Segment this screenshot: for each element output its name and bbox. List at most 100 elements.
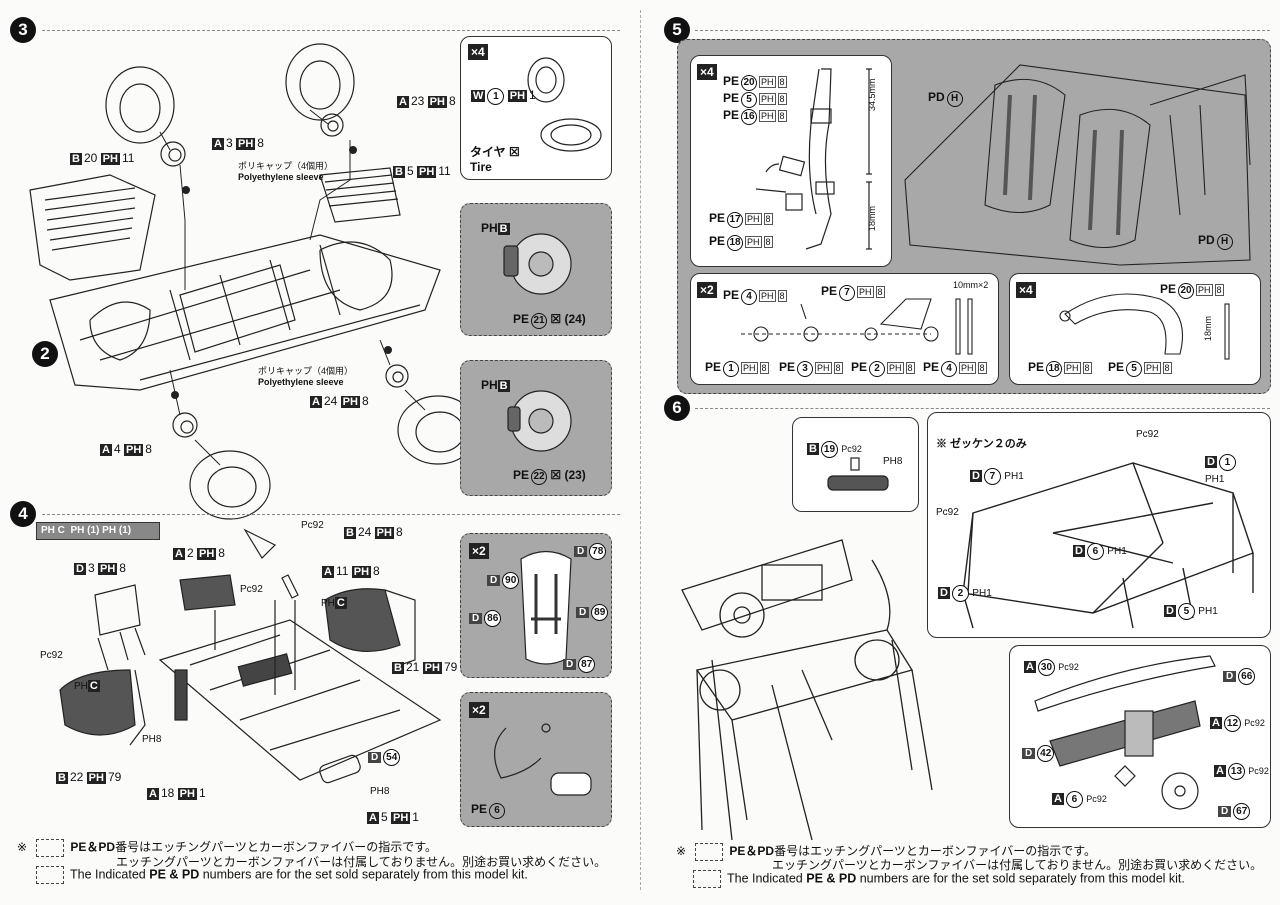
label-pc92-c: Pc92 xyxy=(40,650,63,661)
step-3-number: 3 xyxy=(10,17,36,43)
shoulder-belt-multiplier: ×4 xyxy=(1016,282,1036,298)
harness-dim-18: 18mm xyxy=(867,205,877,231)
harness-multiplier: ×4 xyxy=(697,64,717,80)
harness-drawing xyxy=(755,68,872,250)
note-right-line3: The Indicated PE & PD numbers are for th… xyxy=(693,870,1185,888)
polycap-label-bottom: ポリキャップ（4個用）Polyethylene sleeve xyxy=(258,366,354,387)
step-3-divider xyxy=(42,30,620,31)
shoulder-belt-drawing xyxy=(1059,293,1230,360)
extinguisher-multiplier: ×2 xyxy=(469,702,489,718)
step-6-number: 6 xyxy=(664,395,690,421)
label-ph8-a: PH8 xyxy=(142,734,162,745)
note-right-line2: エッチングパーツとカーボンファイバーは付属しておりません。別途お買い求めください… xyxy=(772,858,1263,872)
cage-pc92-a: Pc92 xyxy=(1136,429,1159,440)
step4-header-tags: PH C PH (1) PH (1) xyxy=(36,522,160,540)
sub-step-2-number: 2 xyxy=(32,341,58,367)
step-6-cage-dash-drawing xyxy=(681,539,933,841)
hw-dim-10mm: 10mm×2 xyxy=(953,280,989,290)
step-5-seats-drawing xyxy=(904,64,1251,266)
mirror-ph8-label: PH8 xyxy=(883,456,903,467)
belt-hardware-drawing xyxy=(741,298,973,355)
extinguisher-drawing xyxy=(494,723,592,796)
belt-hardware-multiplier: ×2 xyxy=(697,282,717,298)
polycap-label-top: ポリキャップ（4個用）Polyethylene sleeve xyxy=(238,161,334,182)
tire-label: タイヤ ☒Tire xyxy=(470,145,520,174)
note-right-line1: ※ PE＆PD番号はエッチングパーツとカーボンファイバーの指示です。 xyxy=(676,842,1096,861)
front-disc-drawing xyxy=(503,233,572,295)
step-5-divider xyxy=(695,30,1270,31)
label-pc92-b: Pc92 xyxy=(240,584,263,595)
harness-dim-34-5: 34.5mm xyxy=(867,78,877,111)
label-ph8-b: PH8 xyxy=(370,786,390,797)
step-4-divider xyxy=(42,514,620,515)
step-4-number: 4 xyxy=(10,501,36,527)
rear-disc-drawing xyxy=(507,390,572,452)
tire-multiplier: ×4 xyxy=(468,44,488,60)
label-pc92-a: Pc92 xyxy=(301,520,324,531)
step-3-chassis-drawing xyxy=(29,43,479,520)
step-6-divider xyxy=(695,408,1270,409)
dashboard-drawing xyxy=(1034,655,1216,810)
mirror-drawing xyxy=(827,457,889,491)
note-left-line3: The Indicated PE & PD numbers are for th… xyxy=(36,866,528,884)
step-5-number: 5 xyxy=(664,17,690,43)
